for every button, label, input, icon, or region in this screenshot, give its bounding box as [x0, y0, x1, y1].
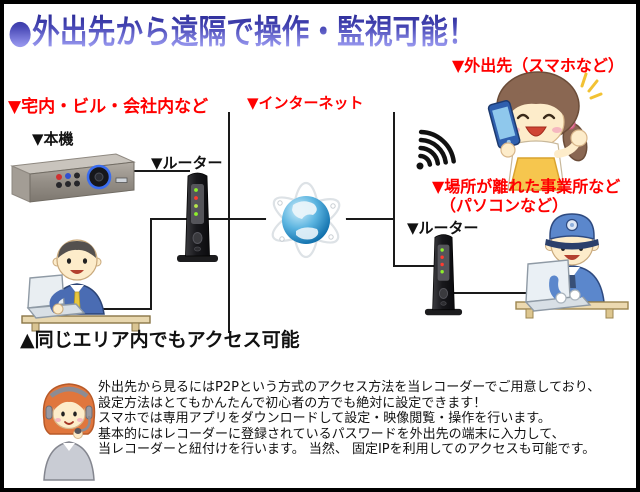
dvr-usb-port [115, 177, 128, 183]
label-same-area-access: ▲同じエリア内でもアクセス可能 [20, 329, 300, 351]
router-led-green [440, 248, 444, 252]
headset-earcup-icon [45, 405, 53, 420]
description-block: 外出先から見るにはP2Pという方式のアクセス方法を当レコーダーでご用意しており、… [98, 380, 634, 458]
guard-glove [569, 289, 581, 301]
woman-smile [525, 126, 547, 137]
operator-vest [43, 441, 95, 481]
businessman-laptop-illustration [20, 230, 154, 332]
man-smile [70, 270, 84, 274]
divider-internet-office [393, 112, 395, 267]
label-remote-office-line2: （パソコンなど） [440, 196, 569, 215]
label-main-unit: ▼本機 [32, 130, 74, 148]
woman-smartphone-illustration [458, 64, 626, 191]
page-title: ●外出先から遠隔で操作・監視可能！ [8, 5, 476, 53]
guard-smile [564, 255, 580, 260]
globe-continent [292, 201, 317, 219]
internet-globe-icon [265, 179, 347, 261]
label-internet: ▼インターネット [247, 94, 364, 112]
label-remote-office: ▼場所が離れた事業所など （パソコンなど） [432, 177, 620, 215]
operator-smile [64, 421, 74, 425]
label-router-left: ▼ルーター [151, 154, 223, 172]
line-junction-vertical [150, 218, 152, 310]
router-led-green [194, 188, 198, 192]
guard-glove [555, 292, 567, 304]
label-destination-smartphone: ▼外出先（スマホなど） [452, 56, 624, 75]
label-home-building: ▼宅内・ビル・会社内など [8, 97, 209, 117]
woman-waving-hand [570, 129, 588, 147]
description-line: 基本的にはレコーダーに登録されているパスワードを外出先の端末に入力して、 [98, 426, 565, 442]
router-led-red [194, 196, 198, 200]
router-led-red [440, 255, 444, 259]
sparkle-icon [580, 72, 603, 100]
description-line: 設定方法はとてもかんたんで初心者の方でも絶対に設定できます！ [98, 395, 487, 411]
woman-apron [509, 157, 563, 191]
dvr-button-blue [65, 173, 71, 179]
line-router-to-guard-laptop [450, 292, 532, 294]
label-remote-office-line1: ▼場所が離れた事業所など [432, 177, 621, 196]
woman-happy-eyes [516, 113, 556, 120]
description-line: 外出先から見るにはP2Pという方式のアクセス方法を当レコーダーでご用意しており、 [98, 380, 601, 395]
label-router-right: ▼ルーター [407, 219, 479, 237]
description-line: 当レコーダーと紐付けを行います。 当然、 固定IPを利用してのアクセスも可能です… [98, 442, 596, 457]
line-dvr-to-router [124, 170, 190, 172]
router-right-illustration [420, 231, 467, 317]
wifi-signal-icon [398, 104, 478, 184]
line-to-right-router [393, 265, 435, 267]
router-icon [177, 172, 218, 262]
operator-headset-illustration [32, 370, 106, 481]
divider-home-internet [228, 112, 230, 333]
headset-mic-icon [74, 428, 82, 434]
dvr-recorder-illustration [6, 150, 140, 208]
description-line: スマホでは専用アプリをダウンロードして設定・映像閲覧・操作を行います。 [98, 411, 551, 426]
router-icon [424, 234, 463, 316]
man-hand [52, 303, 64, 315]
headset-band-icon [49, 386, 89, 398]
dvr-button-red [56, 174, 62, 180]
line-to-local-laptop [84, 308, 152, 310]
dvr-recorder-icon [10, 153, 136, 203]
desk [21, 315, 151, 324]
woman-hand-on-phone [500, 142, 516, 158]
guard-cap-brim [545, 239, 599, 250]
security-guard-laptop-illustration [502, 206, 638, 320]
router-left-illustration [174, 168, 221, 265]
smartphone-icon [487, 100, 521, 149]
man-hair [58, 241, 96, 258]
